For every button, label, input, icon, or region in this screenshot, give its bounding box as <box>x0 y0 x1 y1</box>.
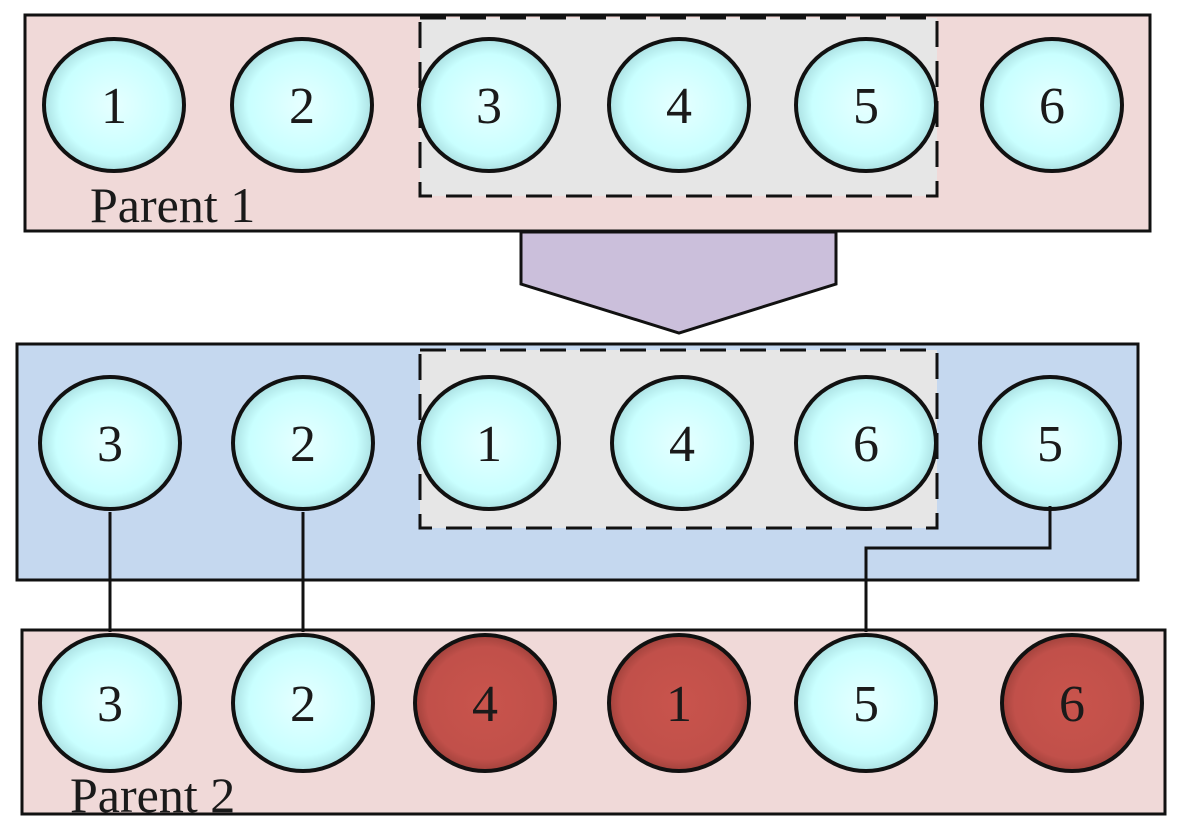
parent1-node-label: 4 <box>666 78 692 135</box>
offspring-group: 3 2 1 4 6 5 <box>15 342 1140 582</box>
connectors <box>108 506 1052 632</box>
parent2-node: 1 <box>607 633 751 773</box>
offspring-node: 6 <box>794 375 938 511</box>
parent1-node: 4 <box>607 37 751 173</box>
offspring-node-label: 5 <box>1037 416 1063 473</box>
parent2-group: 3 2 4 1 5 6 Parent 2 <box>20 628 1167 823</box>
connector-line <box>864 506 1052 632</box>
offspring-node-circle <box>610 375 754 511</box>
parent2-node-circle <box>607 633 751 773</box>
parent2-node-label: 3 <box>97 676 123 733</box>
parent1-node-circle <box>42 37 186 173</box>
parent2-node-label: 6 <box>1059 676 1085 733</box>
parent1-node-circle <box>230 37 374 173</box>
offspring-node-circle <box>417 375 561 511</box>
parent2-node: 5 <box>794 633 938 773</box>
parent2-node-circle <box>794 633 938 773</box>
parent2-node-label: 2 <box>290 676 316 733</box>
offspring-node-label: 1 <box>476 416 502 473</box>
parent2-box <box>20 628 1167 816</box>
parent1-node: 5 <box>794 37 938 173</box>
parent1-node: 2 <box>230 37 374 173</box>
offspring-node-label: 4 <box>669 416 695 473</box>
offspring-node-label: 2 <box>290 416 316 473</box>
offspring-node: 1 <box>417 375 561 511</box>
offspring-node-circle <box>231 375 375 511</box>
parent2-node: 4 <box>413 633 557 773</box>
parent1-label: Parent 1 <box>90 177 255 233</box>
parent1-node-label: 2 <box>289 78 315 135</box>
parent1-group: 1 2 3 4 5 6 Parent 1 <box>23 13 1152 233</box>
parent2-node-circle <box>413 633 557 773</box>
parent1-node: 1 <box>42 37 186 173</box>
parent1-node-label: 3 <box>476 78 502 135</box>
offspring-node: 4 <box>610 375 754 511</box>
down-arrow <box>519 230 838 335</box>
parent1-node-circle <box>980 37 1124 173</box>
parent2-node-circle <box>1000 633 1144 773</box>
offspring-node-label: 3 <box>97 416 123 473</box>
parent1-node: 6 <box>980 37 1124 173</box>
parent1-node-label: 1 <box>101 78 127 135</box>
offspring-node: 3 <box>38 375 182 511</box>
parent2-node: 6 <box>1000 633 1144 773</box>
parent2-node-label: 5 <box>853 676 879 733</box>
parent2-label: Parent 2 <box>70 767 235 823</box>
parent2-node-circle <box>231 633 375 773</box>
parent1-node-circle <box>794 37 938 173</box>
offspring-node-circle <box>38 375 182 511</box>
parent1-node: 3 <box>417 37 561 173</box>
offspring-node-circle <box>794 375 938 511</box>
parent1-node-circle <box>417 37 561 173</box>
offspring-node: 5 <box>978 375 1122 511</box>
offspring-node-label: 6 <box>853 416 879 473</box>
parent2-node: 2 <box>231 633 375 773</box>
parent1-node-label: 5 <box>853 78 879 135</box>
parent2-node: 3 <box>38 633 182 773</box>
parent2-node-label: 1 <box>666 676 692 733</box>
offspring-node: 2 <box>231 375 375 511</box>
parent2-node-circle <box>38 633 182 773</box>
parent1-node-circle <box>607 37 751 173</box>
parent2-node-label: 4 <box>472 676 498 733</box>
parent1-node-label: 6 <box>1039 78 1065 135</box>
